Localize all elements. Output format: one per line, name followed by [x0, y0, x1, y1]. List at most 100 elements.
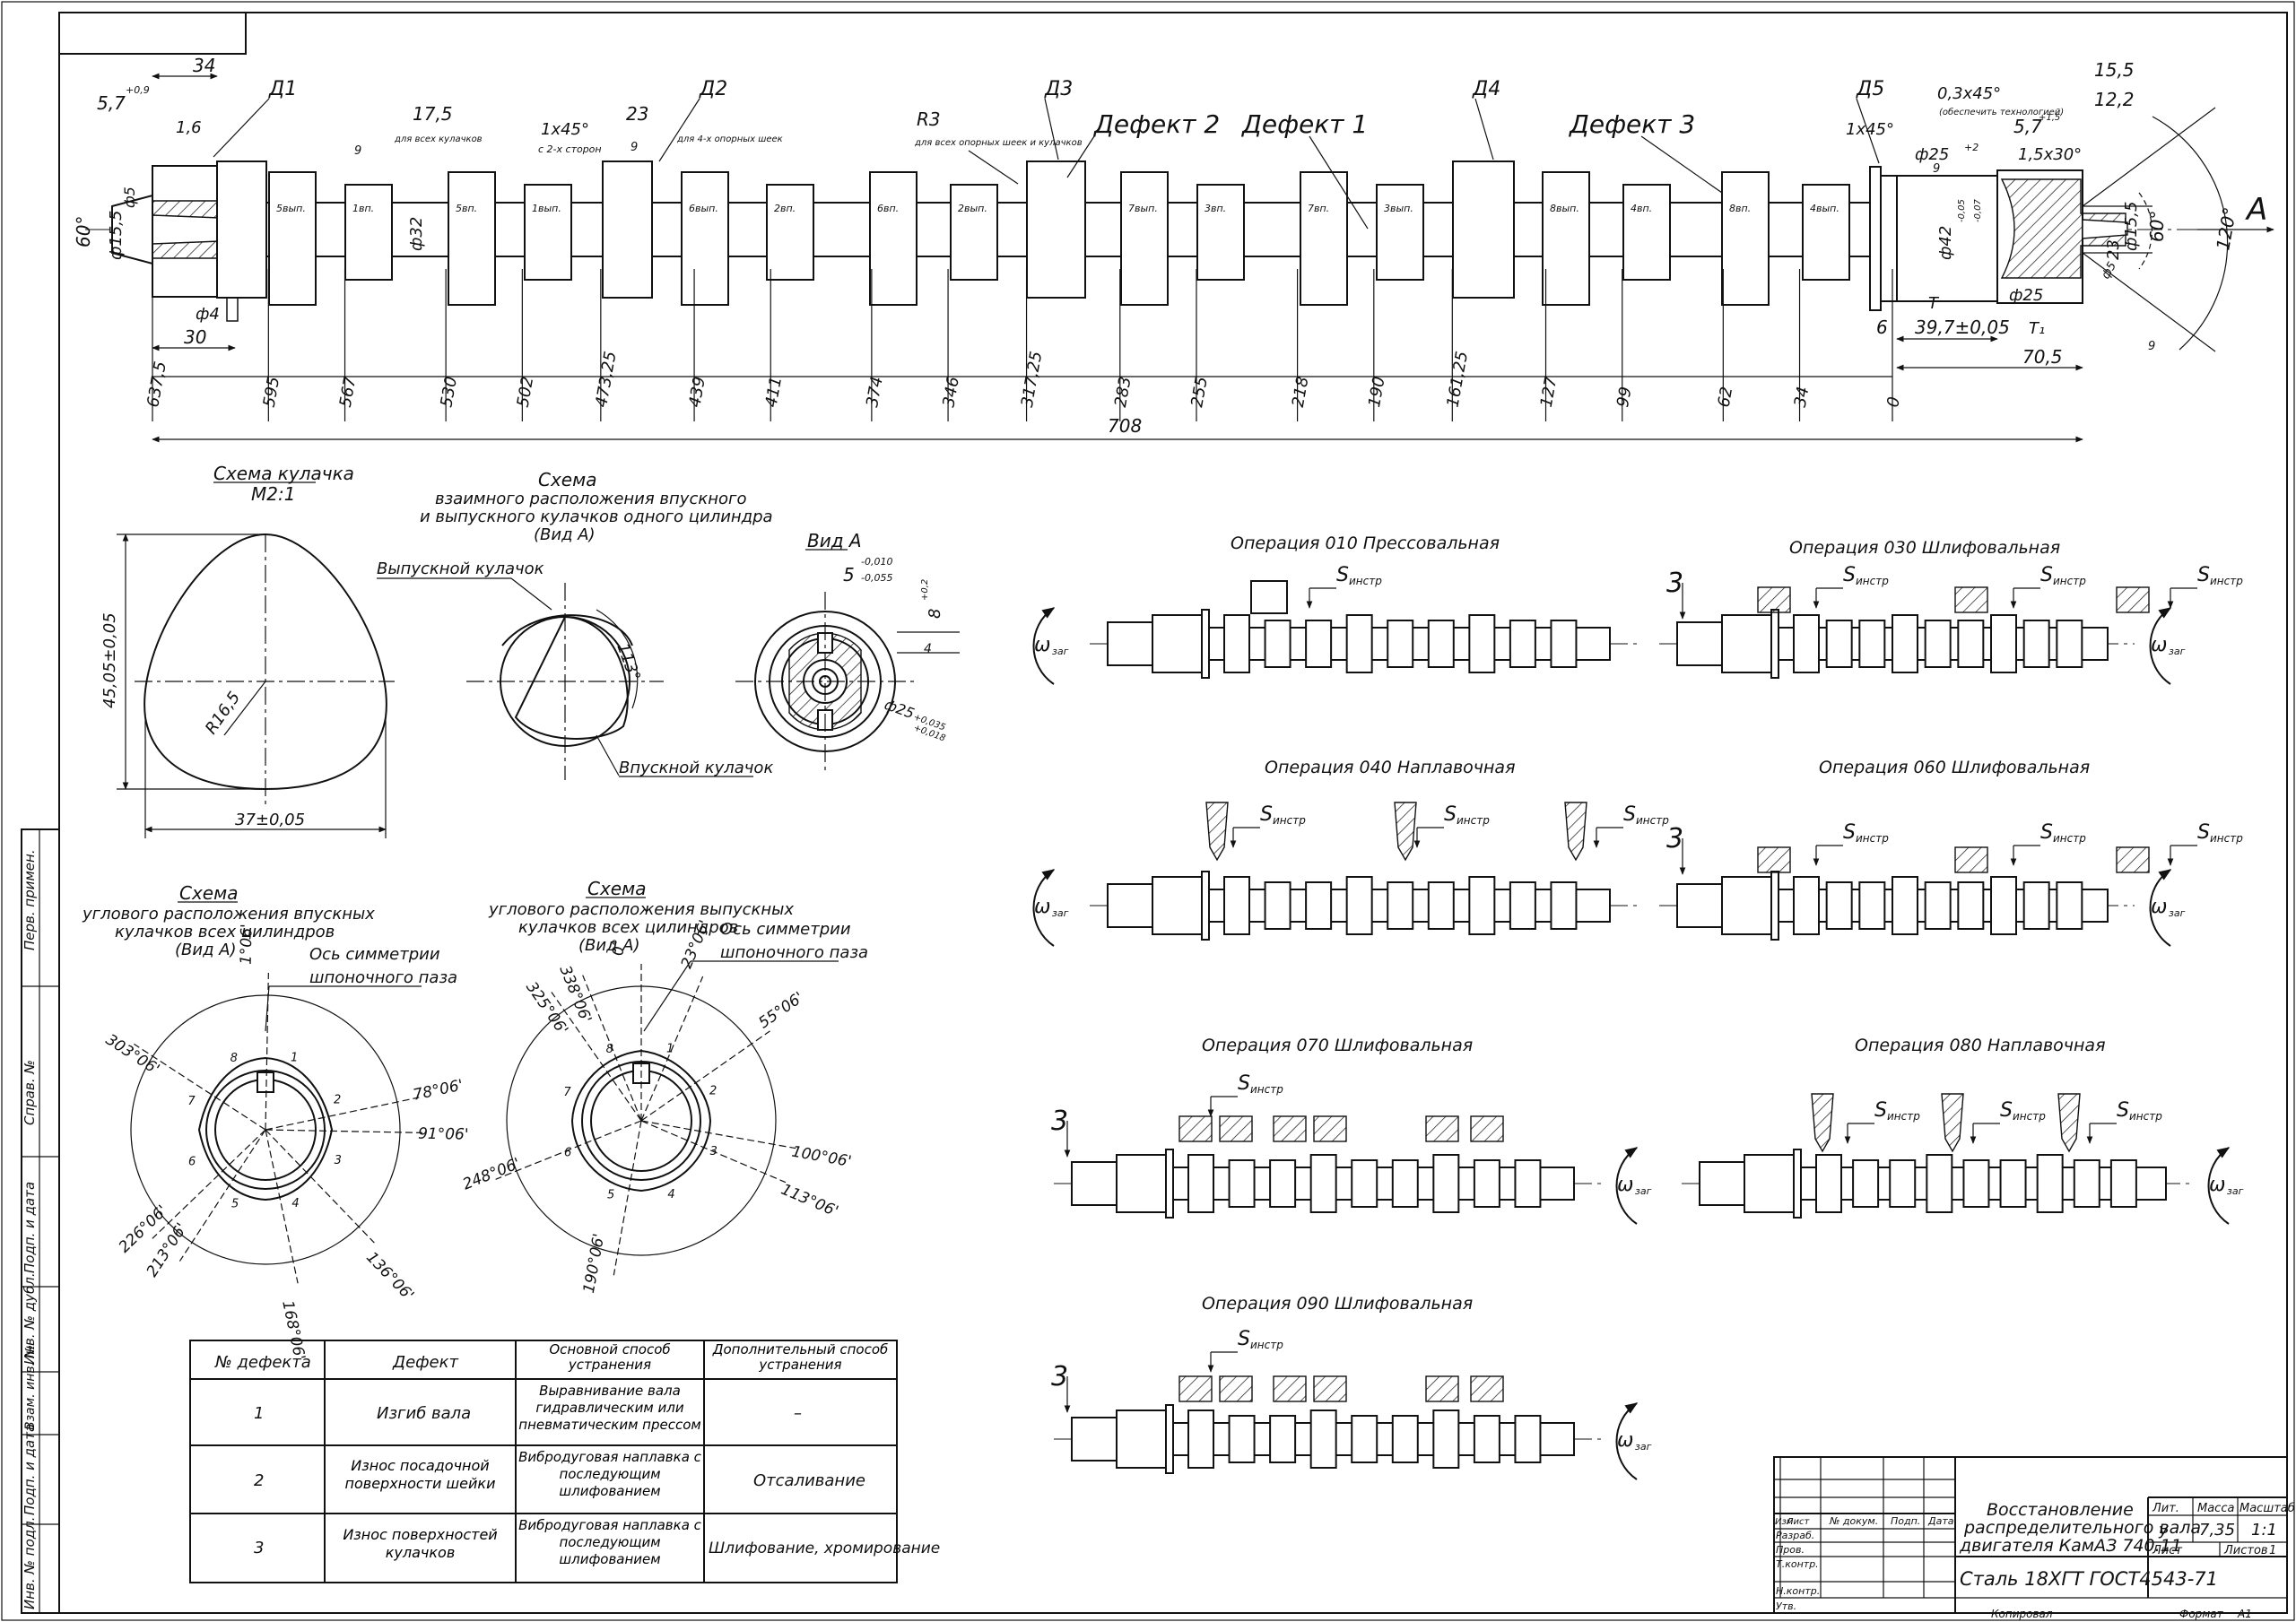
exhaust-num-1: 2: [709, 1085, 717, 1098]
view-a-rough-4: 4: [924, 642, 932, 656]
tick-label-5: 473,25: [592, 350, 621, 409]
tick-label-20: 0: [1883, 395, 1904, 409]
title-sheets-label: Листов: [2223, 1544, 2268, 1557]
exhaust-num-4: 5: [607, 1189, 614, 1202]
stamp-6: Инв. № подл.: [22, 1517, 38, 1609]
svg-text:инстр: инстр: [1856, 575, 1889, 587]
exhaust-ray-3: [640, 1120, 796, 1149]
cam-label-2: 1вп.: [352, 203, 374, 214]
dim-1-6: 1,6: [176, 118, 202, 137]
dim-39-7: 39,7±0,05: [1915, 317, 2010, 338]
intake-angle-3: 136°06': [362, 1249, 417, 1305]
role-tkontr: Т.контр.: [1776, 1558, 1819, 1570]
svg-text:заг: заг: [2169, 907, 2186, 919]
svg-text:инстр: инстр: [2053, 575, 2086, 587]
cam-height: 45,05±0,05: [100, 612, 119, 708]
label-defect3: Дефект 3: [1568, 109, 1695, 139]
int-title-1: Схема: [179, 882, 238, 904]
int-title-4: (Вид А): [175, 941, 237, 959]
cam-13: [1542, 171, 1590, 306]
exh-title-3: кулачков всех цилиндров: [518, 918, 738, 937]
exhaust-angle-0: 0°: [610, 939, 628, 956]
svg-text:заг: заг: [1052, 907, 1069, 919]
title-scale-value: 1:1: [2251, 1521, 2277, 1540]
cam-14: [1622, 184, 1671, 281]
row3-main: Вибродуговая наплавка с последующим шлиф…: [518, 1517, 701, 1567]
svg-text:инстр: инстр: [2210, 832, 2243, 845]
title-format: Формат: [2179, 1608, 2224, 1620]
svg-text:S: S: [1874, 1099, 1887, 1122]
intake-num-1: 2: [334, 1094, 341, 1107]
title-block: Восстановление распределительного вала д…: [1773, 1456, 2295, 1620]
role-sign: Подп.: [1891, 1515, 1920, 1527]
dim-5-7b: 5,7: [2013, 116, 2042, 137]
exhaust-ray-4: [640, 1120, 787, 1184]
label-d3: Д3: [1044, 78, 1073, 100]
label-d1: Д1: [268, 78, 297, 100]
svg-text:инстр: инстр: [1887, 1110, 1920, 1123]
svg-text:заг: заг: [1635, 1185, 1652, 1197]
cam-label-3: 5вп.: [456, 203, 477, 214]
chamfer-03x45: 0,3х45°: [1937, 84, 2001, 103]
svg-text:инстр: инстр: [1250, 1083, 1283, 1096]
rel-title-3: и выпускного кулачков одного цилиндра: [420, 507, 773, 526]
cam-label-16: 4вып.: [1810, 203, 1839, 214]
cam-profile: Схема кулачка М2:1 R16,5 45,05±0,05 37±0…: [100, 463, 395, 838]
tick-label-2: 567: [336, 375, 361, 409]
role-nkontr: Н.контр.: [1776, 1585, 1820, 1597]
row1-main: Выравнивание вала гидравлическим или пне…: [518, 1383, 700, 1433]
cam-radius: R16,5: [202, 689, 244, 738]
view-a-phi25: ф25: [883, 696, 917, 722]
exh-axis-1: Ось симметрии: [720, 920, 851, 939]
label-defect1: Дефект 1: [1240, 109, 1368, 139]
svg-text:инстр: инстр: [2013, 1110, 2046, 1123]
view-a-title: Вид А: [807, 530, 862, 551]
exhaust-ray-1: [640, 976, 704, 1122]
exhaust-num-7: 8: [606, 1043, 613, 1056]
int-title-3: кулачков всех цилиндров: [115, 923, 335, 941]
dim-708: 708: [1108, 415, 1142, 437]
note-ensure-tech: (обеспечить технологией): [1939, 107, 2064, 117]
journal-4: [1452, 160, 1515, 299]
cam-8: [950, 184, 998, 281]
tick-label-19: 34: [1791, 386, 1813, 409]
view-a-tol-a: -0,010: [861, 556, 892, 568]
svg-text:заг: заг: [1052, 646, 1069, 657]
note-both-sides: с 2-х сторон: [538, 143, 602, 155]
dim-phi4: ф4: [196, 305, 220, 324]
svg-text:ω: ω: [1617, 1174, 1633, 1196]
view-a-dim5: 5: [843, 564, 855, 585]
title-scale-label: Масштаб: [2239, 1502, 2295, 1515]
svg-text:ω: ω: [1617, 1429, 1633, 1452]
rel-angle: 113°: [613, 641, 644, 684]
stamp-4: Взам. инв. №: [23, 1345, 38, 1430]
cam-10: [1196, 184, 1245, 281]
tick-label-6: 439: [685, 375, 709, 408]
dim-17-5: 17,5: [413, 103, 453, 125]
svg-text:инстр: инстр: [1636, 814, 1669, 827]
role-doc: № докум.: [1829, 1515, 1878, 1527]
stamp-3: Инв. № дубл.: [22, 1272, 38, 1365]
cam-15: [1721, 171, 1770, 306]
chamfer-1x45: 1х45°: [541, 120, 589, 139]
dim-12-2: 12,2: [2094, 89, 2135, 110]
stamp-5: Подп. и дата: [22, 1424, 38, 1515]
tick-label-18: 62: [1715, 386, 1737, 409]
th-defect-no: № дефекта: [214, 1353, 311, 1372]
th-defect: Дефект: [392, 1353, 458, 1372]
journal-3: [1026, 160, 1086, 299]
rel-title-1: Схема: [538, 469, 596, 490]
svg-text:S: S: [1336, 564, 1349, 586]
title-sheets-value: 1: [2269, 1544, 2276, 1557]
svg-text:инстр: инстр: [1250, 1339, 1283, 1351]
tick-label-11: 283: [1111, 375, 1135, 408]
op-030-title: Операция 030 Шлифовальная: [1789, 538, 2060, 558]
cam-6: [766, 184, 814, 281]
svg-text:инстр: инстр: [1457, 814, 1490, 827]
role-date: Дата: [1927, 1515, 1954, 1527]
title-name-3: двигателя КамАЗ 740.11: [1959, 1536, 2182, 1556]
operations: Операция 010 Прессовальная Операция 030 …: [1032, 533, 2244, 1480]
svg-text:заг: заг: [2169, 646, 2186, 657]
svg-text:ω: ω: [2151, 634, 2167, 656]
